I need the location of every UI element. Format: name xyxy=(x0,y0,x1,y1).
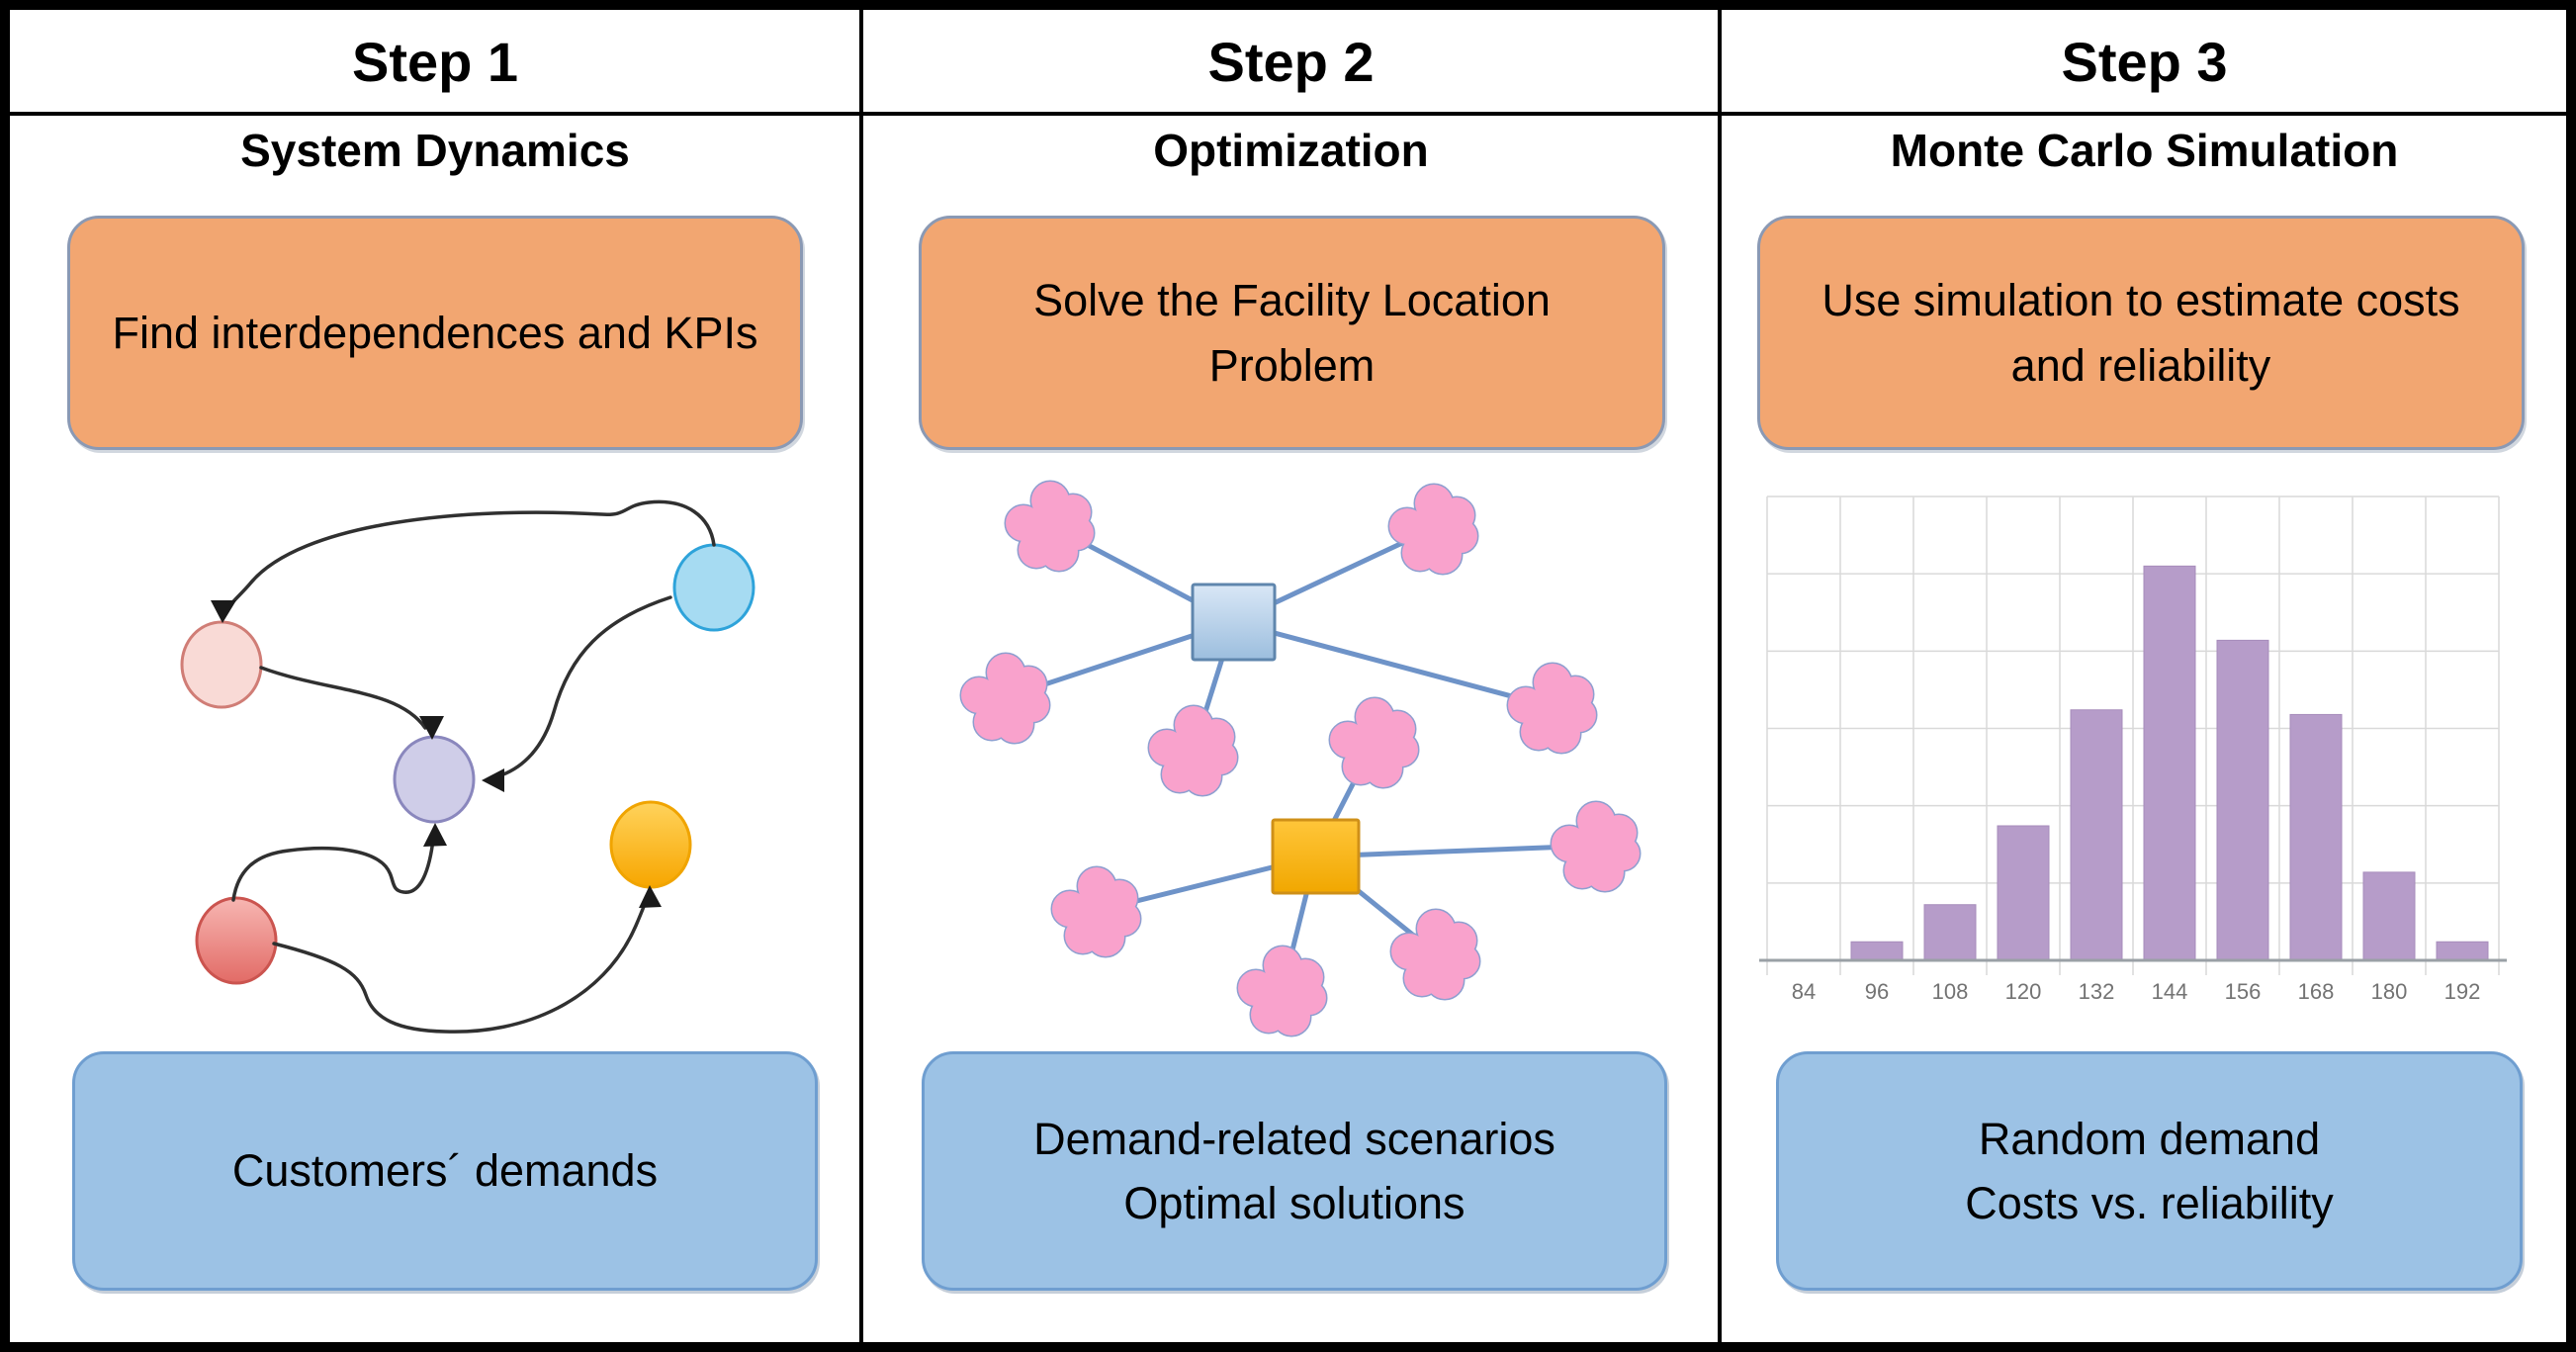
column-divider-1 xyxy=(859,0,863,1352)
svg-text:180: 180 xyxy=(2371,979,2408,1004)
column-step3: Step 3 Monte Carlo Simulation Use simula… xyxy=(1722,0,2567,1352)
facility-blue-node xyxy=(1191,583,1277,662)
svg-text:168: 168 xyxy=(2298,979,2335,1004)
svg-text:192: 192 xyxy=(2444,979,2481,1004)
customer-cloud-node xyxy=(1236,945,1328,1037)
step3-result-text: Random demand Costs vs. reliability xyxy=(1965,1113,2334,1228)
column-step2: Step 2 Optimization Solve the Facility L… xyxy=(863,0,1719,1352)
causal-edge-red-to-purple xyxy=(231,823,447,902)
step2-method-title: Optimization xyxy=(1153,125,1429,176)
x-axis-tick-labels: 84 96 108 120 132 144 156 168 180 192 xyxy=(1792,979,2481,1004)
step3-method-title: Monte Carlo Simulation xyxy=(1890,125,2399,176)
column-step1: Step 1 System Dynamics Find interdepende… xyxy=(10,0,860,1352)
svg-text:84: 84 xyxy=(1792,979,1816,1004)
header-row-divider xyxy=(0,112,2576,116)
step2-result-box: Demand-related scenarios Optimal solutio… xyxy=(922,1051,1667,1291)
customer-cloud-node xyxy=(1004,480,1096,573)
causal-pink-node xyxy=(180,620,263,709)
step3-result-box: Random demand Costs vs. reliability xyxy=(1776,1051,2523,1291)
step2-task-box: Solve the Facility Location Problem xyxy=(919,216,1665,450)
causal-edge-blue-to-purple xyxy=(482,595,672,792)
network-link xyxy=(1315,843,1597,859)
network-link xyxy=(1232,619,1554,710)
svg-text:132: 132 xyxy=(2079,979,2115,1004)
step3-task-box: Use simulation to estimate costs and rel… xyxy=(1757,216,2525,450)
causal-red-node xyxy=(195,896,278,985)
customer-cloud-node xyxy=(1328,696,1420,789)
customer-cloud-node xyxy=(1387,483,1479,576)
svg-text:96: 96 xyxy=(1865,979,1889,1004)
customer-cloud-node xyxy=(959,652,1051,745)
causal-edge-blue-to-pink xyxy=(211,499,716,623)
causal-blue-node xyxy=(672,543,755,632)
step1-method-title: System Dynamics xyxy=(240,125,630,176)
step1-task-box: Find interdependences and KPIs xyxy=(67,216,803,450)
step2-task-text: Solve the Facility Location Problem xyxy=(1033,275,1551,391)
customer-cloud-node xyxy=(1389,908,1481,1001)
facility-location-network-diagram xyxy=(959,480,1642,1037)
step3-task-text: Use simulation to estimate costs and rel… xyxy=(1821,275,2460,391)
facility-orange-node xyxy=(1271,818,1361,895)
step1-result-text: Customers´ demands xyxy=(231,1145,659,1197)
svg-text:156: 156 xyxy=(2225,979,2262,1004)
step2-result-text: Demand-related scenarios Optimal solutio… xyxy=(1033,1113,1555,1228)
customer-cloud-node xyxy=(1550,800,1642,893)
chart-gridlines xyxy=(1766,496,2500,975)
step3-header: Step 3 xyxy=(2061,30,2228,93)
svg-text:108: 108 xyxy=(1932,979,1969,1004)
column-divider-2 xyxy=(1718,0,1722,1352)
svg-text:144: 144 xyxy=(2152,979,2188,1004)
step1-task-text: Find interdependences and KPIs xyxy=(112,307,758,358)
demand-histogram-chart: 84 96 108 120 132 144 156 168 180 192 xyxy=(1759,496,2507,1004)
step1-result-box: Customers´ demands xyxy=(72,1051,818,1291)
causal-edge-red-to-orange xyxy=(272,885,662,1034)
customer-cloud-node xyxy=(1050,865,1142,958)
step1-header: Step 1 xyxy=(351,30,519,93)
histogram-bars xyxy=(1850,565,2489,961)
causal-orange-node xyxy=(609,800,692,889)
causal-loop-diagram xyxy=(180,499,755,1034)
step2-header: Step 2 xyxy=(1207,30,1375,93)
causal-purple-node xyxy=(393,735,476,824)
customer-cloud-node xyxy=(1506,662,1598,755)
customer-cloud-node xyxy=(1147,704,1239,797)
causal-edge-pink-to-purple xyxy=(259,666,444,740)
svg-text:120: 120 xyxy=(2005,979,2042,1004)
